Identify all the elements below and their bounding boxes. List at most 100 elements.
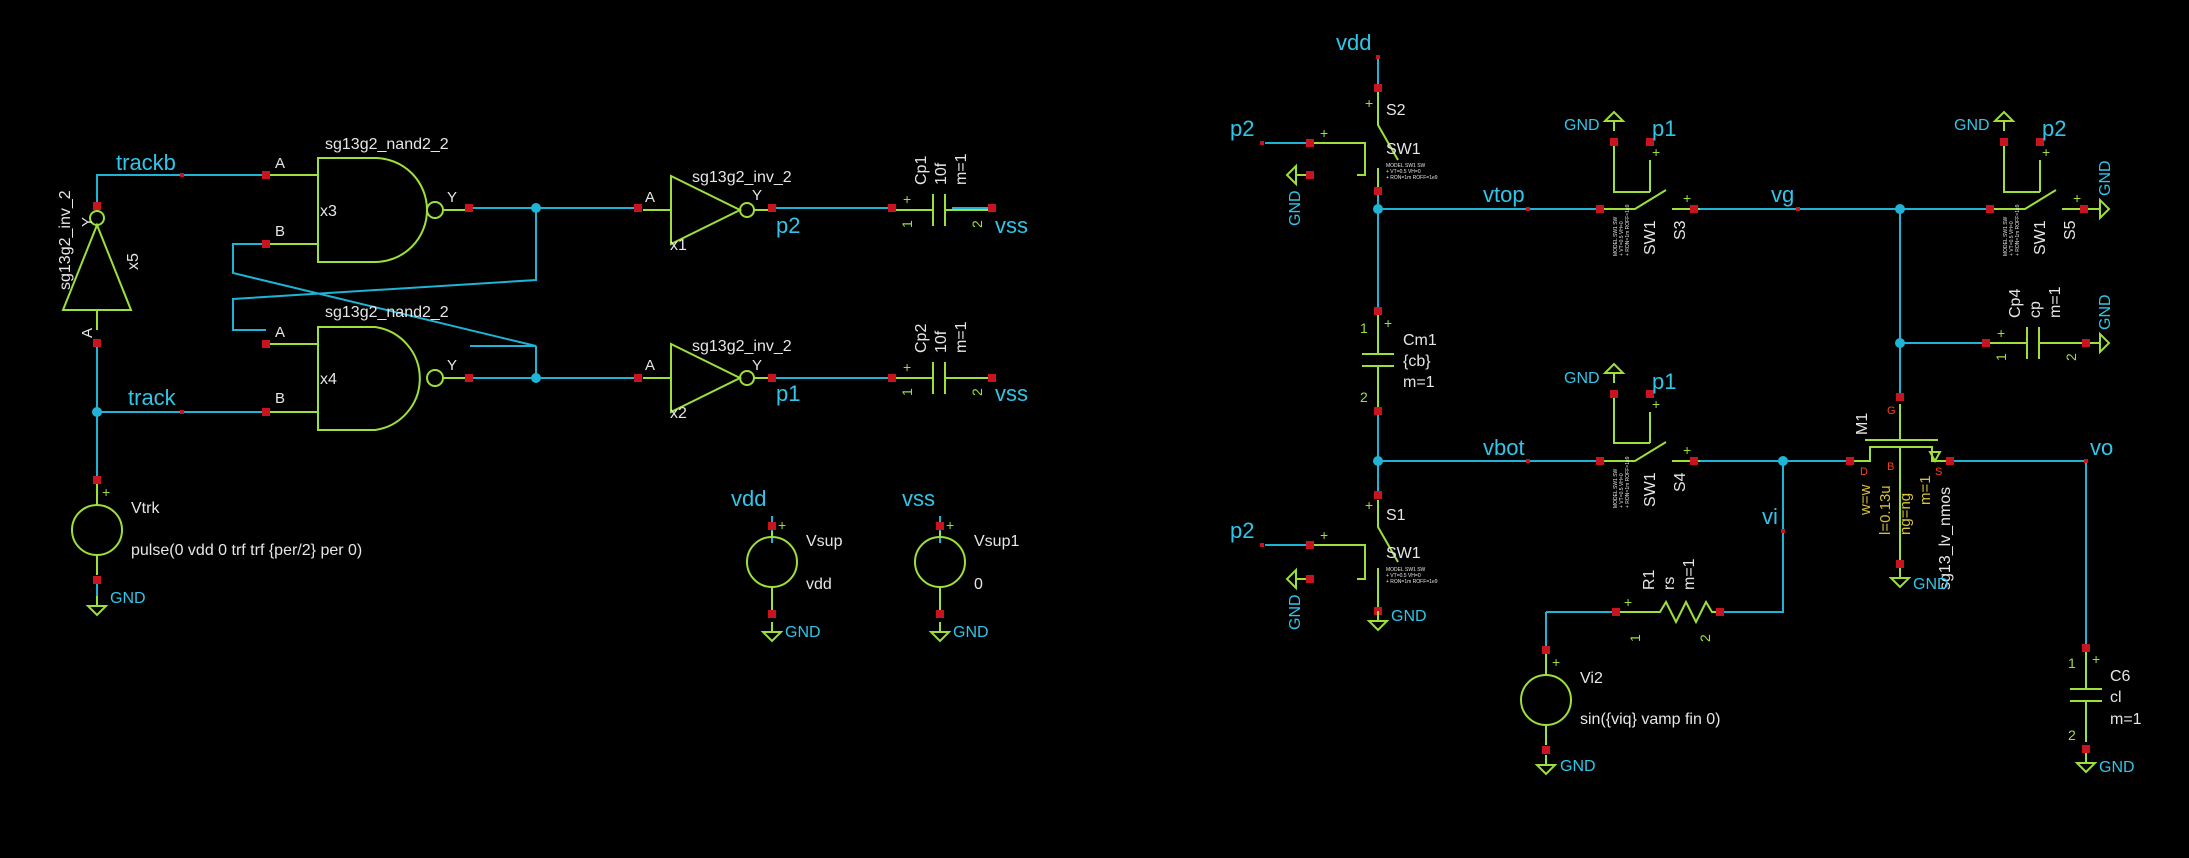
svg-text:+: + [1997,325,2005,341]
nand-x4[interactable]: sg13g2_nand2_2 x4 A B Y [262,304,473,431]
svg-text:1: 1 [1627,634,1643,642]
svg-text:S: S [1935,466,1942,478]
svg-text:GND: GND [1560,758,1596,775]
svg-text:MODEL SW1 SW: MODEL SW1 SW [1386,163,1426,169]
nand-x3[interactable]: sg13g2_nand2_2 x3 A B Y [262,136,473,263]
vtrk-name: Vtrk [131,500,160,517]
svg-text:+: + [778,517,786,533]
capacitor-cm1[interactable]: + 1 2 Cm1 {cb} m=1 [1360,307,1437,415]
capacitor-cp4[interactable]: + 1 2 Cp4 cp m=1 GND [1982,286,2114,361]
svg-text:+: + [1683,190,1691,206]
cp1-mult: m=1 [953,153,970,185]
cp4-mult: m=1 [2047,286,2064,318]
s1-type: SW1 [1386,545,1421,562]
net-label-vbot: vbot [1483,435,1525,460]
switch-s2[interactable]: + + S2 SW1 MODEL SW1 SW + VT=0.5 VH=0 + … [1286,84,1438,226]
svg-text:MODEL SW1 SW: MODEL SW1 SW [2003,216,2009,256]
inverter-x5[interactable]: sg13g2_inv_2 x5 Y A [57,190,142,347]
vi2-name: Vi2 [1580,670,1603,687]
nand-x4-pin-y: Y [447,357,457,374]
m1-model: sg13_lv_nmos [1937,487,1954,590]
net-label-vdd: vdd [731,486,766,511]
net-label-p2-s5: p2 [2042,116,2066,141]
capacitor-cp2[interactable]: + 1 2 Cp2 10f m=1 [888,321,996,396]
svg-text:2: 2 [2068,727,2076,743]
svg-text:GND: GND [2099,759,2135,776]
net-label-trackb: trackb [116,150,176,175]
inv-x1-pin-a: A [645,189,655,206]
svg-text:+: + [1384,315,1392,331]
nmos-m1[interactable]: M1 w=w l=0.13u ng=ng m=1 sg13_lv_nmos D … [1846,393,1954,593]
svg-text:B: B [1887,461,1894,473]
inv-x2-pin-a: A [645,357,655,374]
s4-type: SW1 [1642,472,1659,507]
nand-x3-pin-a: A [275,155,285,172]
svg-text:+: + [2073,190,2081,206]
nand-x3-inst: x3 [320,203,337,220]
net-label-p2-bottom: p2 [1230,518,1254,543]
svg-text:+: + [1320,527,1328,543]
voltage-source-vi2[interactable]: + Vi2 sin({viq} vamp fin 0) GND [1520,646,1721,775]
net-label-vi: vi [1762,504,1778,529]
inv-x5-inst: x5 [125,253,142,270]
svg-text:2: 2 [969,388,985,396]
m1-w: w=w [1857,484,1874,516]
s1-name: S1 [1386,507,1406,524]
svg-text:+: + [1652,144,1660,160]
svg-text:GND: GND [1913,576,1949,593]
net-label-p1-s4: p1 [1652,369,1676,394]
svg-text:+ VT=0.5 VH=0: + VT=0.5 VH=0 [1386,169,1421,175]
svg-text:2: 2 [969,220,985,228]
inverter-x2[interactable]: sg13g2_inv_2 x2 A Y [634,338,792,422]
inverter-x1[interactable]: sg13g2_inv_2 x1 A Y [634,169,792,254]
switch-s4[interactable]: + + GND p1 SW1 S4 MODEL SW1 SW + VT=0.5 … [1564,363,1700,508]
svg-text:+ VT=0.5 VH=0: + VT=0.5 VH=0 [2009,221,2015,256]
voltage-source-vsup[interactable]: + Vsup vdd GND [746,516,843,642]
net-label-vo: vo [2090,435,2113,460]
svg-text:GND: GND [785,624,821,641]
voltage-source-vsup1[interactable]: + Vsup1 0 GND [914,516,1019,642]
inv-x5-type: sg13g2_inv_2 [57,190,74,290]
svg-text:+ VT=0.5 VH=0: + VT=0.5 VH=0 [1619,473,1625,508]
svg-text:+ RON=1m ROFF=1e9: + RON=1m ROFF=1e9 [2015,204,2021,256]
vsup-name: Vsup [806,533,843,550]
bootstrap-section: + + S 2 SW1 MODEL SW1 SW + VT=0.5 VH=0 + … [180,30,2142,776]
r1-mult: m=1 [1681,558,1698,590]
nand-x4-inst: x4 [320,371,337,388]
svg-text:+: + [1552,654,1560,670]
svg-text:1: 1 [1993,353,2009,361]
svg-text:+: + [2042,144,2050,160]
cm1-mult: m=1 [1403,374,1435,391]
cp2-value: 10f [933,330,950,353]
cm1-value: {cb} [1403,353,1431,370]
net-label-p2-top: p2 [1230,116,1254,141]
capacitor-cp1[interactable]: + 1 2 Cp1 10f m=1 [888,153,996,228]
nand-x3-type: sg13g2_nand2_2 [325,136,449,153]
switch-s1[interactable]: + + S1 SW1 MODEL SW1 SW + VT=0.5 VH=0 + … [1286,491,1438,631]
svg-text:+: + [1624,594,1632,610]
net-label-vg: vg [1771,182,1794,207]
cp1-value: 10f [933,162,950,185]
vi2-value: sin({viq} vamp fin 0) [1580,711,1721,728]
svg-text:+ RON=1m ROFF=1e9: + RON=1m ROFF=1e9 [1386,579,1438,585]
switch-s3[interactable]: + + GND p1 SW1 S3 MODEL SW1 SW + VT=0.5 … [1564,111,1700,256]
inv-x5-pin-a: A [79,328,96,338]
vsup1-value: 0 [974,576,983,593]
svg-text:GND: GND [1564,370,1600,387]
latch-section: sg13g2_inv_2 x5 Y A sg13g2_nand2_2 x3 A … [57,136,1028,642]
s3-name: S3 [1672,220,1689,240]
s2-type: SW1 [1386,141,1421,158]
cm1-name: Cm1 [1403,332,1437,349]
svg-text:1: 1 [899,220,915,228]
resistor-r1[interactable]: + 1 2 R1 rs m=1 [1612,558,1724,642]
vsup-value: vdd [806,576,832,593]
svg-text:GND: GND [2097,160,2114,196]
net-label-vss: vss [995,213,1028,238]
capacitor-c6[interactable]: + 1 2 C6 cl m=1 GND [2068,644,2142,776]
voltage-source-vtrk[interactable]: + Vtrk pulse(0 vdd 0 trf trf {per/2} per… [71,476,362,616]
nand-x4-pin-a: A [275,324,285,341]
switch-s5[interactable]: + + GND GND p2 SW1 S5 MODEL SW1 SW + VT=… [1954,111,2114,256]
r1-name: R1 [1641,569,1658,590]
m1-m: m=1 [1917,475,1934,505]
